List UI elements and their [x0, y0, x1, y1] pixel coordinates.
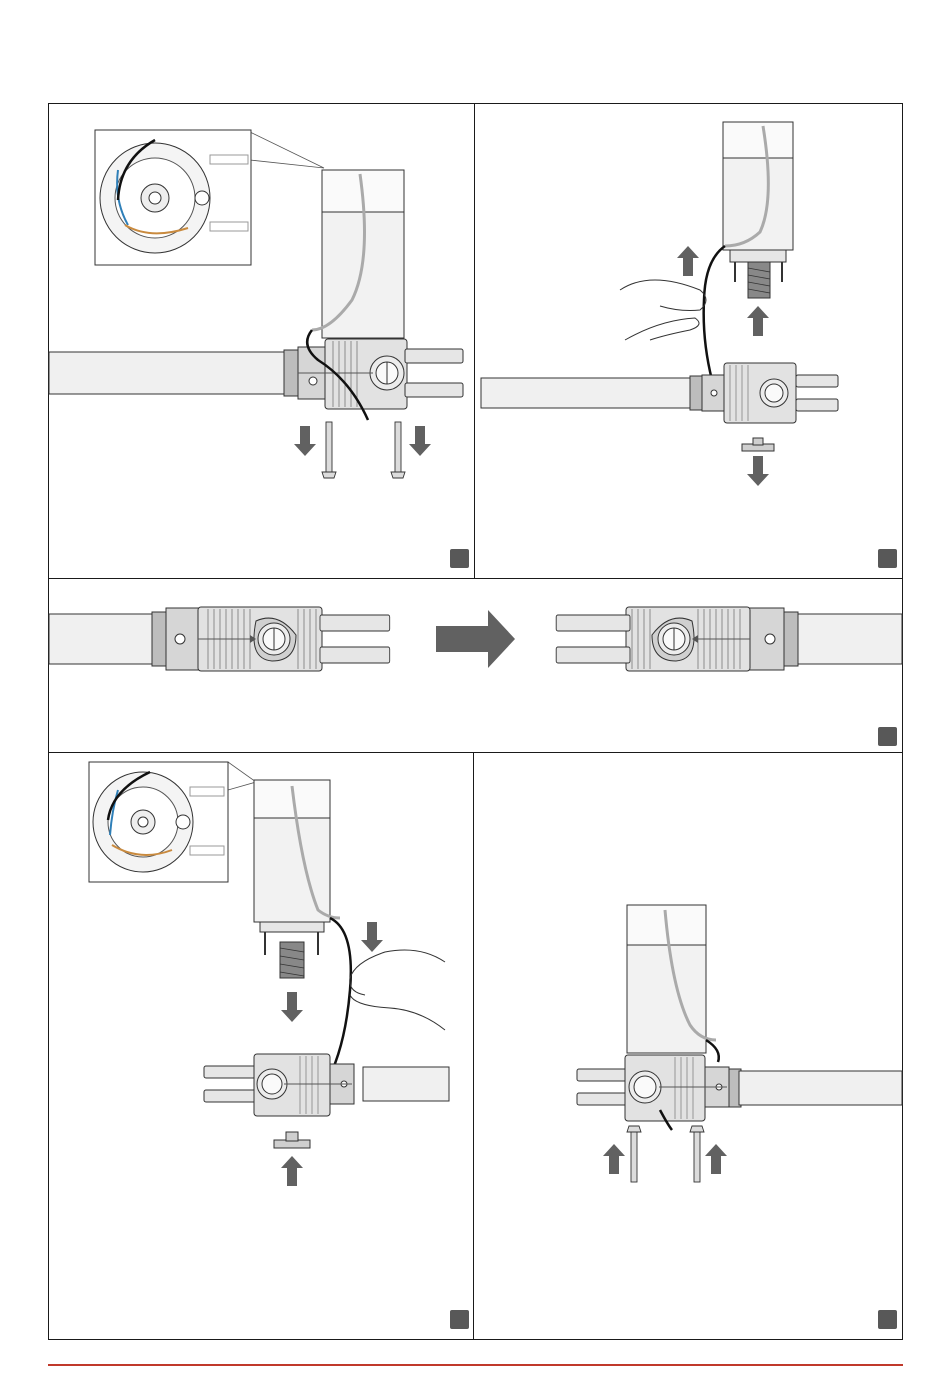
panel-3-illustration	[49, 607, 902, 671]
panel-5-illustration	[577, 905, 902, 1182]
panel-1-illustration	[49, 130, 463, 478]
panel-2-illustration	[481, 122, 838, 486]
panel-4-illustration	[89, 762, 449, 1186]
